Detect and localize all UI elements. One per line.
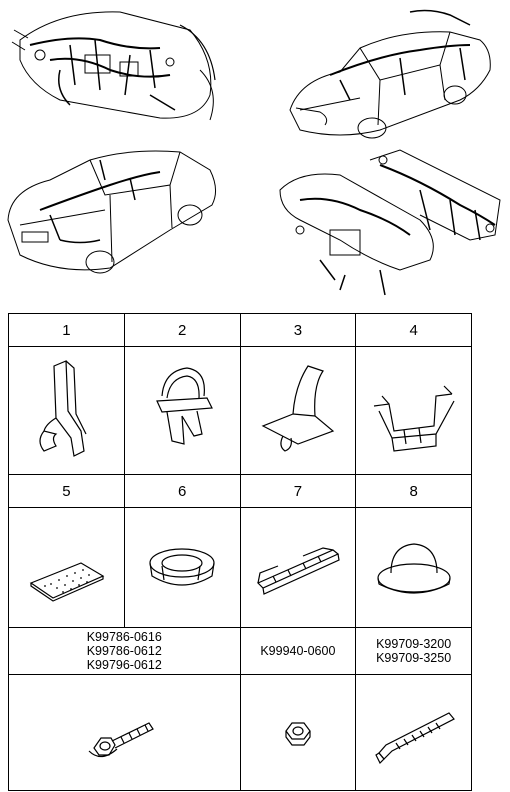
bracket-clip-icon xyxy=(261,364,335,452)
fastener-cell-tie xyxy=(355,674,472,791)
part-code: K99709-3250 xyxy=(376,651,452,665)
item-number-3: 3 xyxy=(239,313,357,347)
item-cell-1 xyxy=(8,346,125,475)
item-cell-6 xyxy=(123,507,241,628)
nut-icon xyxy=(285,721,311,746)
car-harness-illustration-left xyxy=(7,150,216,274)
plug-cap-icon xyxy=(377,542,451,593)
item-cell-5 xyxy=(8,507,125,628)
part-code-group-3: K99709-3200 K99709-3250 xyxy=(355,627,472,675)
car-harness-illustration-right xyxy=(289,9,491,139)
part-code-group-2: K99940-0600 xyxy=(239,627,357,675)
part-code-group-1: K99786-0616 K99786-0612 K99796-0612 xyxy=(8,627,241,675)
item-number-5: 5 xyxy=(8,474,125,508)
fastener-cell-bolt xyxy=(8,674,241,791)
grommet-icon xyxy=(149,547,215,585)
item-cell-4 xyxy=(355,346,472,475)
item-number-8: 8 xyxy=(355,474,472,508)
item-number-2: 2 xyxy=(123,313,241,347)
band-clip-icon xyxy=(156,366,214,445)
engine-room-harness-illustration xyxy=(11,11,216,121)
item-number-6: 6 xyxy=(123,474,241,508)
item-number-1: 1 xyxy=(8,313,125,347)
harness-clip-icon xyxy=(39,359,87,457)
part-code: K99940-0600 xyxy=(260,644,336,658)
part-code: K99796-0612 xyxy=(86,658,162,672)
part-code: K99786-0616 xyxy=(86,630,162,644)
bolt-icon xyxy=(88,721,155,757)
fastener-cell-nut xyxy=(239,674,357,791)
wiring-illustrations xyxy=(7,9,501,296)
item-cell-8 xyxy=(355,507,472,628)
item-cell-2 xyxy=(123,346,241,475)
part-code: K99786-0612 xyxy=(86,644,162,658)
parts-table: 1 2 3 4 xyxy=(8,313,472,791)
part-code: K99709-3200 xyxy=(376,637,452,651)
holder-clip-icon xyxy=(373,385,455,452)
item-cell-7 xyxy=(239,507,357,628)
protector-channel-icon xyxy=(256,546,340,595)
item-number-4: 4 xyxy=(355,313,472,347)
instrument-panel-harness-illustration xyxy=(279,149,501,296)
tape-pad-icon xyxy=(30,561,105,602)
item-cell-3 xyxy=(239,346,357,475)
item-number-7: 7 xyxy=(239,474,357,508)
cable-tie-icon xyxy=(374,711,455,764)
